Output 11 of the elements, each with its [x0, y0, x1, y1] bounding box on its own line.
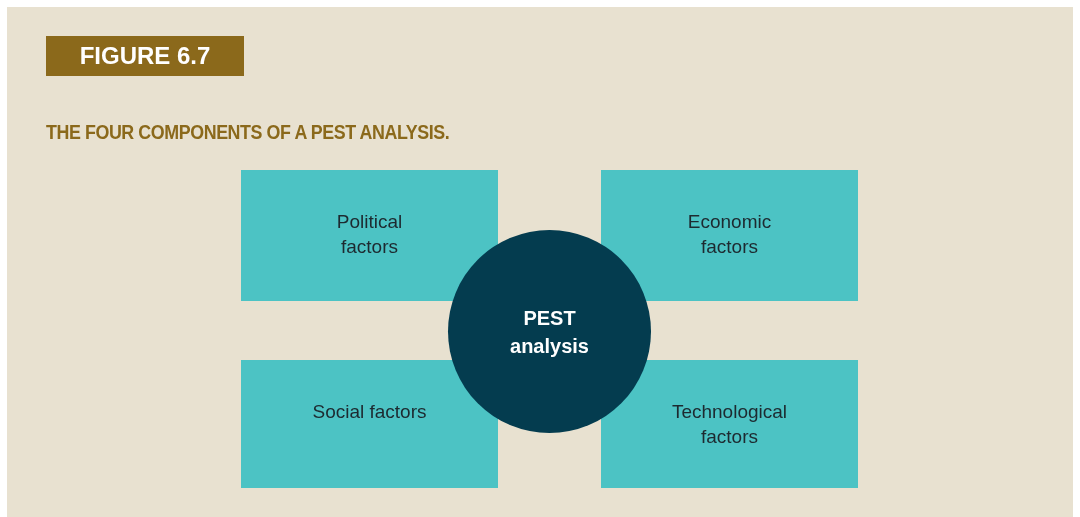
factor-label: Technological factors: [671, 400, 788, 449]
factor-label: Economic factors: [686, 210, 773, 259]
center-label: PEST analysis: [509, 305, 590, 359]
factor-label: Political factors: [335, 210, 404, 259]
factor-label: Social factors: [312, 400, 427, 424]
figure-title: THE FOUR COMPONENTS OF A PEST ANALYSIS.: [46, 119, 450, 145]
figure-number: FIGURE 6.7: [46, 36, 244, 76]
factor-box: [241, 360, 498, 488]
factor-box: [241, 170, 498, 301]
factor-box: [601, 360, 858, 488]
factor-box: [601, 170, 858, 301]
